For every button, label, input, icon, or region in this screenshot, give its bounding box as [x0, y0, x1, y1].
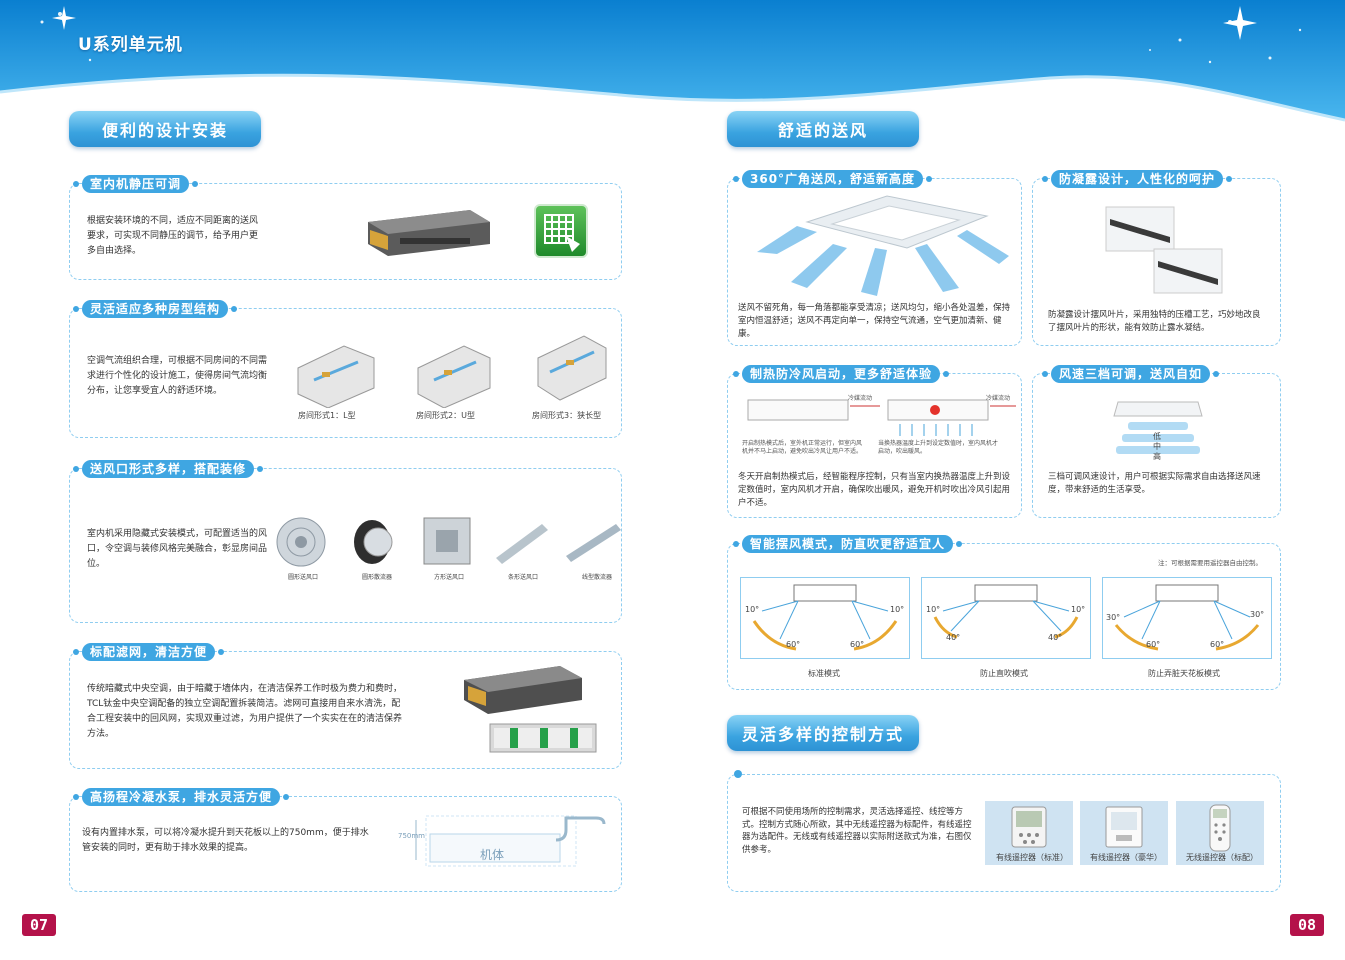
- wide-angle-desc: 送风不留死角，每一角落都能享受清凉；送风均匀，缩小各处温差，保持室内恒温舒适；送…: [738, 303, 1011, 339]
- swing-mode-1-diagram: [740, 577, 910, 659]
- remote-panel-wireless: [1176, 801, 1264, 865]
- anti-condensation-desc: 防凝露设计摆风叶片，采用独特的压槽工艺，巧妙地改良了摆风叶片的形状，能有效防止露…: [1048, 310, 1261, 333]
- filter-unit-image: [464, 666, 597, 753]
- heating-note-2: 当换热器温度上升到设定数值时，室内风机才启动，吹出暖风。: [878, 440, 999, 455]
- speed-level-low: 低: [1153, 432, 1161, 441]
- anti-condensation-blades-image: [1105, 206, 1223, 294]
- outlets-box: [69, 468, 622, 623]
- page-number-left: 07: [22, 914, 56, 936]
- wide-angle-title: 360°广角送风，舒适新高度: [732, 170, 933, 188]
- outlet-caption-2: 圆形散流器: [362, 574, 393, 581]
- outlets-title: 送风口形式多样，搭配装修: [72, 460, 264, 478]
- swing-mode-1-top-right: 10°: [890, 605, 905, 614]
- heating-title: 制热防冷风启动，更多舒适体验: [732, 365, 950, 383]
- pump-unit-label: 机体: [480, 848, 505, 862]
- swing-mode-1-bottom-left: 60°: [786, 640, 801, 649]
- swing-mode-1-bottom-right: 60°: [850, 640, 865, 649]
- anti-condensation-title: 防凝露设计，人性化的呵护: [1041, 170, 1233, 188]
- swing-mode-2-label: 防止直吹模式: [980, 669, 1028, 678]
- heating-desc: 冬天开启制热模式后，经智能程序控制，只有当室内换热器温度上升到设定数值时，室内风…: [738, 472, 1011, 508]
- left-section-title: 便利的设计安装: [69, 111, 261, 147]
- swing-mode-2-bottom-right: 40°: [1048, 633, 1063, 642]
- duct-unit-image: [368, 210, 490, 256]
- static-pressure-grid-icon: [534, 204, 588, 258]
- speed-box: [1032, 373, 1281, 518]
- heating-flow-label-1: 冷媒流动: [848, 395, 873, 402]
- room-types-title: 灵活适应多种房型结构: [72, 300, 238, 318]
- swing-mode-1-top-left: 10°: [745, 605, 760, 614]
- swing-mode-2-diagram: [921, 577, 1091, 659]
- right-section-title: 舒适的送风: [727, 111, 919, 147]
- remote-panel-deluxe: [1080, 801, 1168, 865]
- series-title: U系列单元机: [78, 35, 183, 55]
- speed-illustration: [1113, 401, 1203, 454]
- pump-diagram: [415, 815, 606, 867]
- static-pressure-box: [69, 183, 622, 280]
- swing-mode-3-bottom-left: 60°: [1146, 640, 1161, 649]
- swing-mode-2-top-right: 10°: [1071, 605, 1086, 614]
- outlet-caption-3: 方形送风口: [434, 574, 465, 581]
- room-types-illustration: [297, 335, 607, 408]
- outlet-caption-1: 圆形送风口: [288, 574, 319, 581]
- filter-desc: 传统暗藏式中央空调，由于暗藏于墙体内，在清洁保养工作时极为费力和费时，TCL钛金…: [87, 684, 403, 739]
- pump-desc: 设有内置排水泵，可以将冷凝水提升到天花板以上的750mm，便于排水管安装的同时，…: [82, 828, 369, 853]
- swing-mode-3-bottom-right: 60°: [1210, 640, 1225, 649]
- swing-mode-2-top-left: 10°: [926, 605, 941, 614]
- remote-label-deluxe: 有线遥控器（豪华）: [1090, 853, 1162, 862]
- control-desc: 可根据不同使用场所的控制需求，灵活选择遥控、线控等方式。控制方式随心所欲，其中无…: [742, 807, 972, 855]
- outlet-caption-5: 线型散流器: [582, 574, 613, 581]
- heating-box: [727, 373, 1022, 518]
- room-type-caption-3: 房间形式3：狭长型: [532, 411, 602, 420]
- swing-mode-3-top-right: 30°: [1250, 610, 1265, 619]
- heating-flow-label-2: 冷媒流动: [986, 395, 1011, 402]
- remote-panel-standard: [985, 801, 1073, 865]
- control-section-title: 灵活多样的控制方式: [727, 715, 919, 751]
- speed-desc: 三档可调风速设计，用户可根据实际需求自由选择送风速度，带来舒适的生活享受。: [1048, 472, 1261, 495]
- room-type-caption-1: 房间形式1：L型: [298, 411, 356, 420]
- wide-angle-illustration: [757, 195, 1009, 296]
- control-box-dot: [734, 770, 742, 778]
- pump-title: 高扬程冷凝水泵，排水灵活方便: [72, 788, 290, 806]
- room-types-desc: 空调气流组织合理，可根据不同房间的不同需求进行个性化的设计施工，使得房间气流均衡…: [87, 356, 268, 396]
- swing-mode-1-label: 标准模式: [808, 669, 840, 678]
- remote-label-standard: 有线遥控器（标准）: [996, 853, 1068, 862]
- pump-height-label: 750mm: [398, 832, 425, 840]
- outlet-types-illustration: [276, 517, 621, 567]
- page-number-right: 08: [1290, 914, 1324, 936]
- speed-level-mid: 中: [1153, 442, 1161, 451]
- header-wave-banner: [0, 0, 1345, 122]
- swing-mode-3-label: 防止弄脏天花板模式: [1148, 669, 1220, 678]
- swing-note: 注：可根据需要用遥控器自由控制。: [1158, 559, 1262, 567]
- speed-level-high: 高: [1153, 452, 1161, 461]
- heating-note-1: 开启制热模式后，室外机正常运行，但室内风机并不马上启动，避免吹出冷风让用户不适。: [742, 440, 863, 455]
- room-type-caption-2: 房间形式2：U型: [416, 411, 475, 420]
- heating-diagram: [747, 399, 1016, 436]
- outlet-caption-4: 条形送风口: [508, 574, 539, 581]
- swing-mode-2-bottom-left: 40°: [946, 633, 961, 642]
- swing-mode-3-top-left: 30°: [1106, 613, 1121, 622]
- filter-title: 标配滤网，清洁方便: [72, 643, 225, 661]
- speed-title: 风速三档可调，送风自如: [1041, 365, 1220, 383]
- swing-mode-3-diagram: [1102, 577, 1272, 659]
- swing-title: 智能摆风模式，防直吹更舒适宜人: [732, 535, 963, 553]
- remote-label-wireless: 无线遥控器（标配）: [1186, 853, 1258, 862]
- static-pressure-title: 室内机静压可调: [72, 175, 199, 193]
- outlets-desc: 室内机采用隐藏式安装模式，可配置适当的风口，令空调与装修风格完美融合，彰显房间品…: [87, 529, 268, 569]
- static-pressure-desc: 根据安装环境的不同，适应不同距离的送风要求，可实现不同静压的调节，给予用户更多自…: [87, 216, 259, 256]
